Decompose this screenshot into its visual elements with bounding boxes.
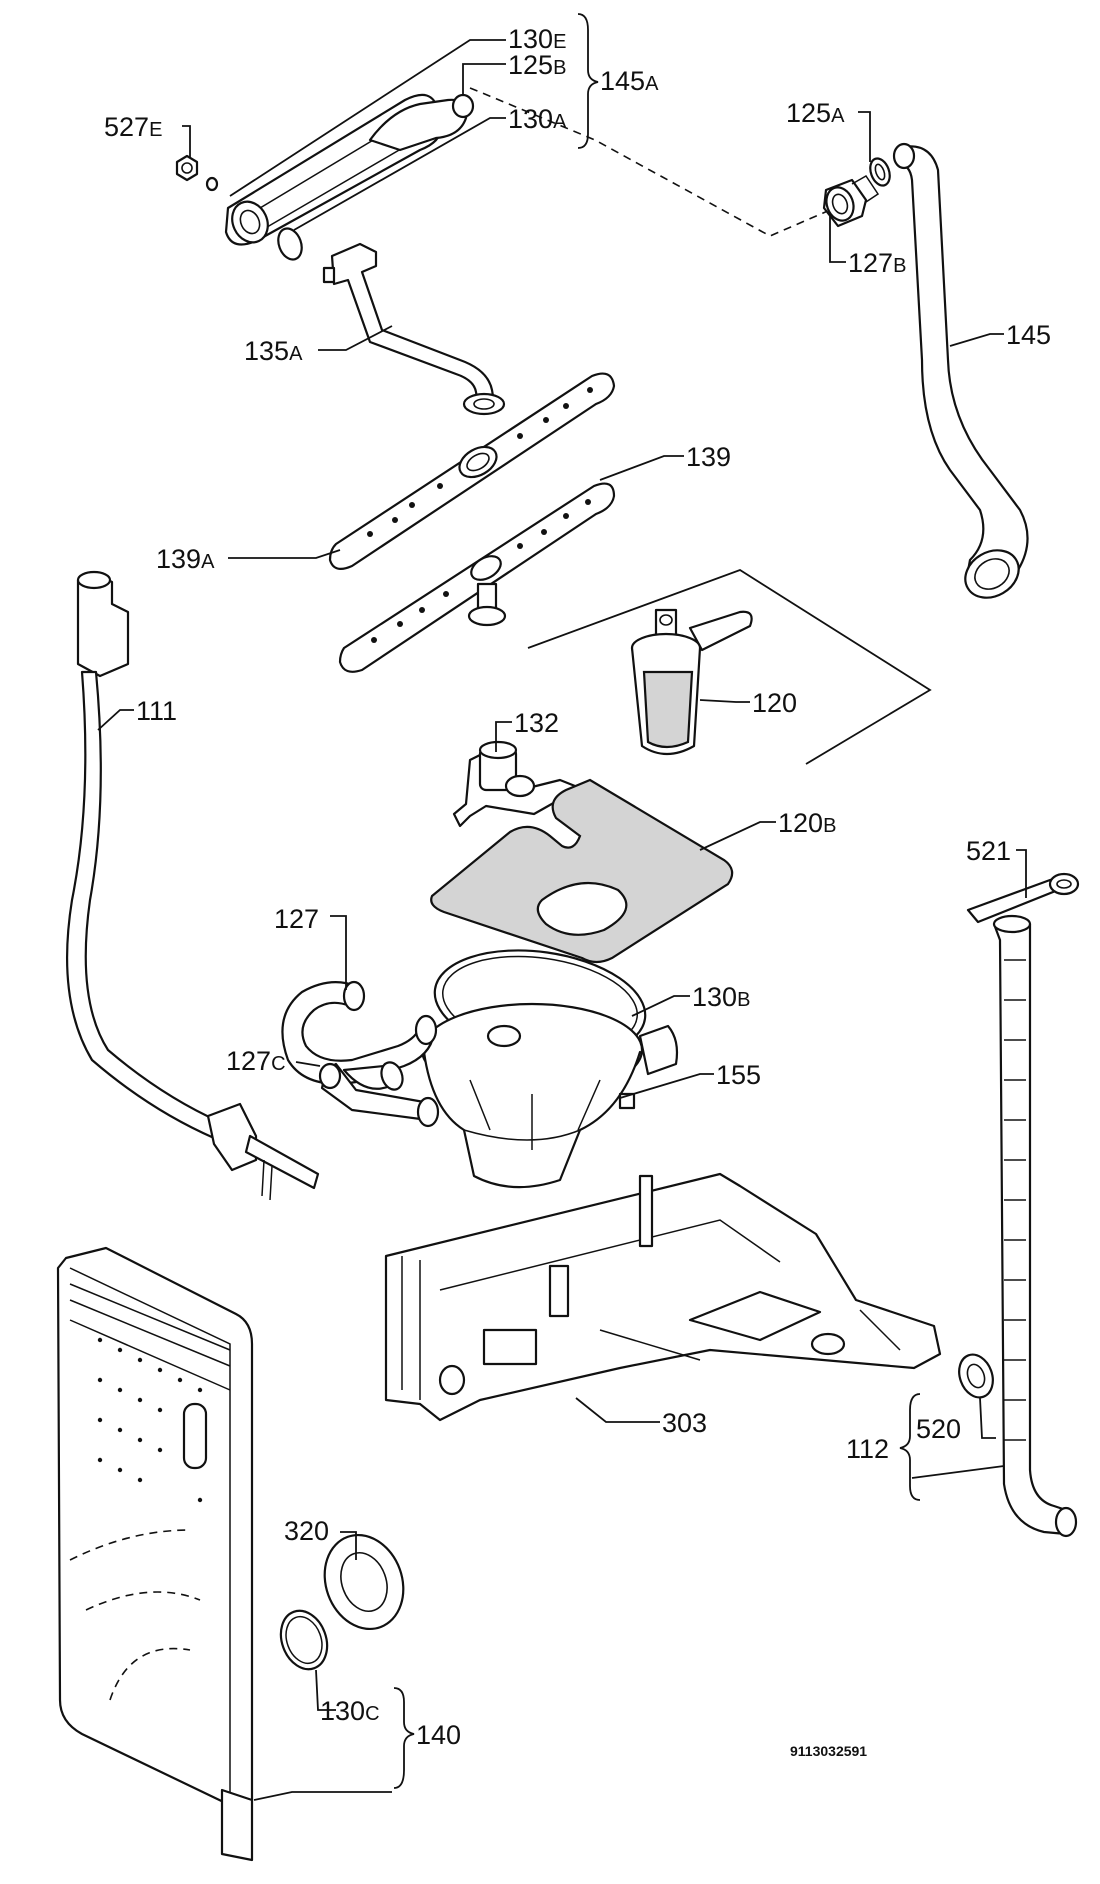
label-155: 155 (716, 1060, 761, 1090)
upper-spray-tube (224, 93, 468, 246)
label-320: 320 (284, 1516, 329, 1546)
label-303: 303 (662, 1408, 707, 1438)
inlet-hose-111 (65, 570, 320, 1201)
hose-127 (281, 980, 438, 1091)
label-521: 521 (966, 836, 1011, 866)
label-139: 139 (686, 442, 731, 472)
supply-pipe-145 (892, 142, 1029, 599)
leader-120b (699, 821, 776, 851)
valve-132 (452, 740, 582, 828)
label-527e: 527E (104, 112, 162, 142)
o-ring-130c (279, 1609, 329, 1671)
label-139a: 139A (156, 544, 215, 574)
leader-130a (293, 117, 506, 231)
leader-135a (318, 325, 393, 351)
brace-145a (577, 13, 599, 149)
leader-320 (340, 1531, 357, 1560)
leader-120 (699, 699, 750, 703)
leader-125b (462, 63, 506, 96)
leader-140 (253, 1791, 392, 1801)
leader-139 (599, 455, 684, 481)
leader-127c (295, 1061, 321, 1067)
base-frame-303 (384, 1172, 942, 1422)
assembly-dashed-line (469, 87, 831, 237)
label-112: 112 (846, 1434, 889, 1464)
seal-125a (869, 157, 891, 187)
label-125b: 125B (508, 50, 566, 80)
document-number: 9113032591 (790, 1743, 867, 1759)
connector-127b (822, 175, 880, 228)
label-125a: 125A (786, 98, 845, 128)
label-145a: 145A (600, 66, 659, 96)
label-127c: 127C (226, 1046, 286, 1076)
label-520: 520 (916, 1414, 961, 1444)
label-130b: 130B (692, 982, 750, 1012)
brace-112 (899, 1393, 921, 1501)
o-ring-130a (277, 227, 303, 261)
label-127: 127 (274, 904, 319, 934)
o-ring-125b (451, 93, 475, 119)
coarse-filter-120b (430, 778, 734, 964)
side-panel-140 (56, 1246, 254, 1862)
leader-145 (949, 333, 1004, 347)
label-130e: 130E (508, 24, 566, 54)
grommet-520 (958, 1353, 994, 1399)
nut-527e (175, 154, 219, 192)
leader-303 (575, 1397, 660, 1423)
leader-112 (911, 1465, 1005, 1479)
label-135a: 135A (244, 336, 303, 366)
microfilter-120 (630, 608, 753, 756)
brace-140 (393, 1687, 415, 1789)
hose-127c (318, 1062, 440, 1128)
leader-130e (229, 39, 506, 197)
leader-527e (182, 125, 191, 158)
leader-111 (97, 709, 134, 731)
leader-520 (979, 1397, 996, 1439)
label-120b: 120B (778, 808, 836, 838)
drain-hose-112 (992, 914, 1078, 1538)
label-127b: 127B (848, 248, 906, 278)
leader-521 (1016, 849, 1027, 898)
leader-125a (858, 111, 871, 162)
label-111: 111 (136, 696, 177, 726)
leader-130c (315, 1669, 336, 1711)
label-132: 132 (514, 708, 559, 738)
sump-155 (420, 1002, 679, 1189)
leader-127b (829, 214, 846, 263)
label-145: 145 (1006, 320, 1051, 350)
label-130c: 130C (320, 1696, 380, 1726)
label-140: 140 (416, 1720, 461, 1750)
label-120: 120 (752, 688, 797, 718)
leader-132 (495, 721, 512, 752)
spray-arm-139 (338, 482, 616, 673)
seal-320 (323, 1533, 405, 1631)
leader-130b (631, 995, 690, 1017)
filter-group-bracket (527, 569, 932, 765)
hose-clip-521 (966, 872, 1080, 924)
feed-pipe-135a (322, 242, 506, 416)
leader-127 (330, 915, 347, 990)
leader-155 (619, 1073, 714, 1099)
spray-arm-139a (328, 372, 616, 571)
leader-139a (228, 549, 341, 559)
label-130a: 130A (508, 104, 567, 134)
